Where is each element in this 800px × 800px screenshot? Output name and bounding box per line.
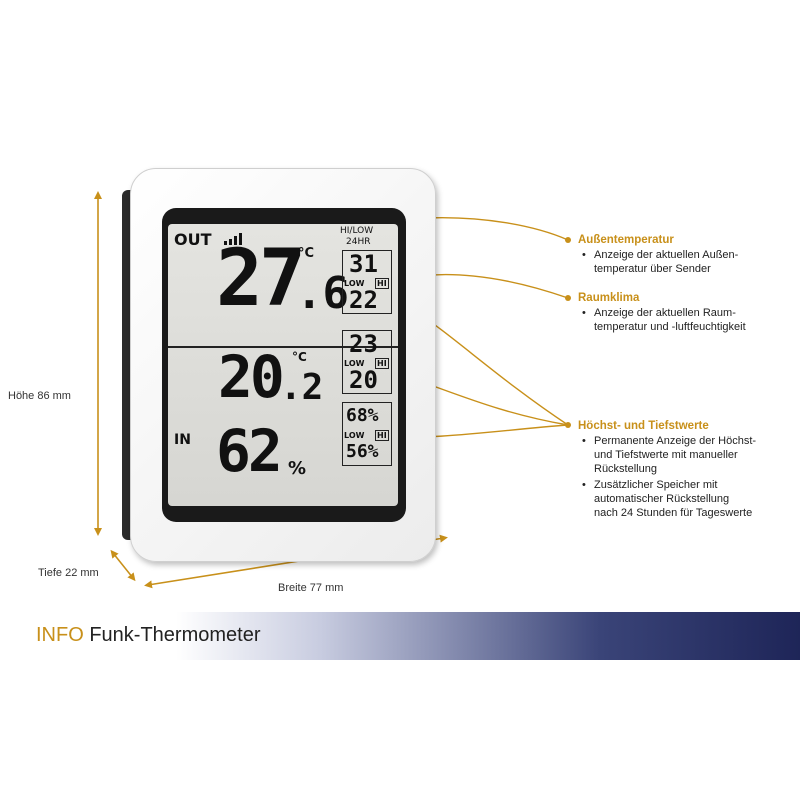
- 24hr-label: 24HR: [346, 237, 371, 247]
- signal-strength-icon: [224, 232, 244, 245]
- humidity-low-label: LOW: [344, 431, 365, 440]
- feature-room-bullet: Anzeige der aktuellen Raum- temperatur u…: [578, 306, 793, 334]
- humidity-minmax-box: 68% LOW HI 56%: [342, 402, 392, 466]
- indoor-hi-value: 23: [349, 330, 378, 358]
- feature-room-title: Raumklima: [578, 292, 640, 304]
- outdoor-temp-decimal: .6: [296, 268, 349, 319]
- feature-outdoor-bullet: Anzeige der aktuellen Außen- temperatur …: [578, 248, 793, 276]
- feature-outdoor-title: Außentemperatur: [578, 234, 674, 246]
- outdoor-low-value: 22: [349, 286, 378, 314]
- width-label: Breite 77 mm: [278, 582, 344, 594]
- feature-minmax: Höchst- und Tiefstwerte Permanente Anzei…: [578, 420, 793, 520]
- humidity-percent: %: [288, 458, 307, 479]
- outdoor-low-label: LOW: [344, 279, 365, 288]
- humidity-low-value: 56%: [346, 441, 379, 462]
- depth-dimension-line: [110, 549, 136, 582]
- feature-minmax-title: Höchst- und Tiefstwerte: [578, 420, 709, 432]
- hilow-label: HI/LOW: [340, 226, 374, 236]
- footer-title: INFO Funk-Thermometer: [36, 624, 261, 647]
- humidity-hi-label: HI: [375, 430, 389, 441]
- feature-minmax-bullet-1: Permanente Anzeige der Höchst- und Tiefs…: [578, 434, 793, 476]
- height-label: Höhe 86 mm: [8, 390, 71, 402]
- footer-brand: INFO: [36, 624, 84, 646]
- outdoor-temp-integer: 27: [216, 234, 306, 324]
- out-label: OUT: [174, 230, 212, 249]
- feature-outdoor: Außentemperatur Anzeige der aktuellen Au…: [578, 234, 793, 276]
- outdoor-minmax-box: 31 LOW HI 22: [342, 250, 392, 314]
- footer-bar: [0, 612, 800, 660]
- feature-room: Raumklima Anzeige der aktuellen Raum- te…: [578, 292, 793, 334]
- feature-minmax-bullet-2: Zusätzlicher Speicher mit automatischer …: [578, 478, 793, 520]
- indoor-temp-decimal: .2: [280, 367, 324, 408]
- footer-product: Funk-Thermometer: [89, 624, 261, 646]
- lcd-screen: OUT HI/LOW 24HR 27 .6 °C 31 LOW HI 22 20…: [168, 224, 398, 506]
- indoor-minmax-box: 23 LOW HI 20: [342, 330, 392, 394]
- indoor-low-value: 20: [349, 366, 378, 394]
- depth-label: Tiefe 22 mm: [38, 567, 99, 579]
- lcd-divider: [168, 346, 398, 348]
- humidity-value: 62: [216, 417, 283, 485]
- thermometer-device: OUT HI/LOW 24HR 27 .6 °C 31 LOW HI 22 20…: [118, 168, 436, 562]
- indoor-temp-unit: °C: [292, 350, 307, 364]
- in-label: IN: [174, 432, 191, 448]
- indoor-low-label: LOW: [344, 359, 365, 368]
- indoor-hi-label: HI: [375, 358, 389, 369]
- humidity-hi-value: 68%: [346, 405, 379, 426]
- indoor-temp-integer: 20: [218, 343, 285, 411]
- outdoor-hi-label: HI: [375, 278, 389, 289]
- outdoor-hi-value: 31: [349, 250, 378, 278]
- outdoor-temp-unit: °C: [298, 246, 315, 261]
